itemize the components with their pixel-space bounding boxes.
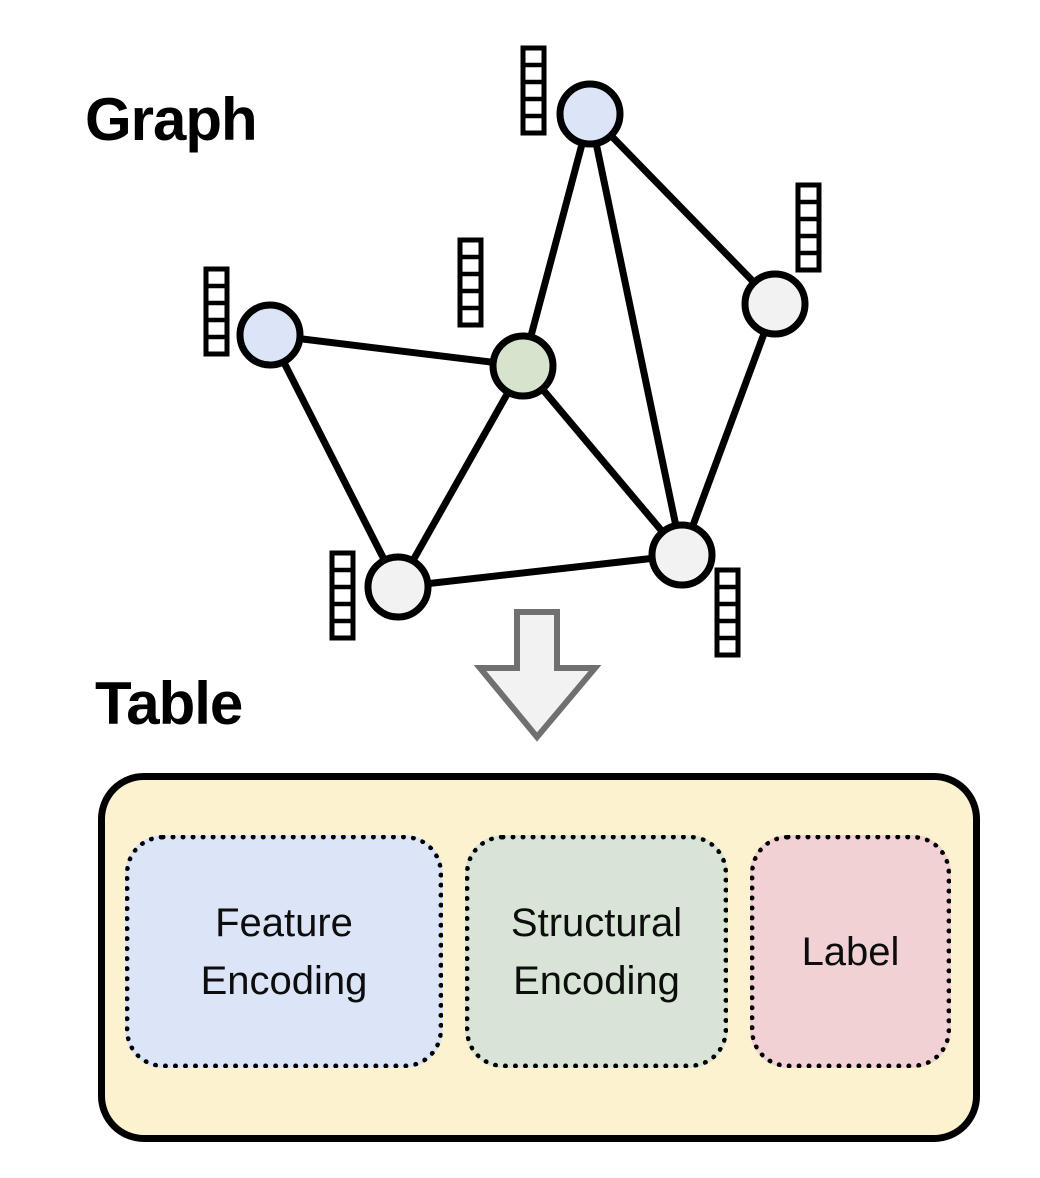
graph-edge-right-gray-bottom-right-gray xyxy=(678,302,779,557)
graph-node-left-blue xyxy=(236,301,304,369)
feature-vector-icon-bottom-right-gray xyxy=(714,567,741,658)
table-column-label: Label xyxy=(750,835,951,1068)
graph-edge-left-blue-bottom-left-gray xyxy=(266,333,402,589)
graph-edge-center-green-bottom-left-gray xyxy=(394,364,527,589)
graph-edge-top-blue-bottom-right-gray xyxy=(586,113,686,556)
feature-vector-icons xyxy=(203,45,822,658)
feature-vector-icon-bottom-left-gray xyxy=(329,550,356,641)
graph-edge-left-blue-center-green xyxy=(269,331,524,370)
graph-edge-top-blue-right-gray xyxy=(587,111,778,307)
graph-node-right-gray xyxy=(741,270,809,338)
table-column-label: Label xyxy=(801,929,900,974)
feature-vector-icon-right-gray xyxy=(795,182,822,273)
feature-vector-icon-top-blue xyxy=(520,45,547,136)
graph-section-title: Graph xyxy=(85,86,258,153)
graph-edge-center-green-bottom-right-gray xyxy=(520,363,685,558)
graph-edge-bottom-left-gray-bottom-right-gray xyxy=(397,551,683,591)
table-column-label: Feature Encoding xyxy=(200,900,368,1003)
feature-vector-icon-center-green xyxy=(457,237,484,328)
graph-edge-top-blue-center-green xyxy=(519,113,594,367)
table-column-feature-encoding: Feature Encoding xyxy=(125,835,443,1068)
table-column-structural-encoding: Structural Encoding xyxy=(465,835,728,1068)
table-section-title: Table xyxy=(95,670,243,737)
graph-node-bottom-right-gray xyxy=(648,521,716,589)
graph-nodes xyxy=(236,80,809,621)
graph-node-top-blue xyxy=(556,80,624,148)
table-column-label: Structural Encoding xyxy=(510,900,683,1003)
graph-edges xyxy=(266,111,779,591)
down-arrow-icon xyxy=(473,609,602,742)
table-container: Feature Encoding Structural Encoding Label xyxy=(98,773,980,1142)
graph-diagram xyxy=(203,45,822,742)
graph-node-center-green xyxy=(489,332,557,400)
feature-vector-icon-left-blue xyxy=(203,266,230,357)
graph-node-bottom-left-gray xyxy=(364,553,432,621)
